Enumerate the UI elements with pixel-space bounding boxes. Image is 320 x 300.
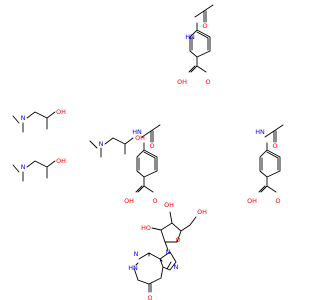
oh-label: OH	[56, 108, 66, 116]
oh-label: OH	[56, 157, 66, 165]
n-label: N	[21, 114, 26, 122]
carbonyl-o-label: O	[147, 294, 152, 300]
inosine: O OH OH HO N N HN N O	[128, 201, 207, 300]
oh-label: OH	[164, 201, 174, 209]
dimethylaminopropanol-1: N OH	[12, 108, 66, 133]
acid-o-label: O	[275, 197, 280, 205]
acetamidobenzoic-acid-3: HN O O OH	[247, 124, 284, 205]
nh-label: HN	[132, 128, 142, 136]
acid-oh-label: OH	[124, 197, 134, 205]
acid-oh-label: OH	[247, 197, 257, 205]
dimethylaminopropanol-2: N OH	[89, 134, 145, 158]
chemical-structure-canvas: HN O O OH HN O O OH HN O O OH N OH N OH …	[12, 4, 284, 300]
n-label: N	[134, 250, 139, 258]
n-label: N	[21, 163, 26, 171]
acetamidobenzoic-acid-1: HN O O OH	[177, 4, 214, 86]
oh-label: OH	[197, 208, 207, 216]
n-label: N	[174, 263, 179, 271]
ring-oxygen-label: O	[175, 236, 180, 244]
n-label: N	[99, 140, 104, 148]
acid-oh-label: OH	[177, 78, 187, 86]
carbonyl-o-label: O	[149, 142, 154, 150]
ho-label: HO	[141, 224, 151, 232]
acetamidobenzoic-acid-2: HN O O OH	[124, 124, 161, 205]
oh-label: OH	[135, 134, 145, 142]
dimethylaminopropanol-3: N OH	[12, 157, 66, 182]
carbonyl-o-label: O	[272, 142, 277, 150]
nh-label: HN	[128, 264, 138, 272]
nh-label: HN	[255, 128, 265, 136]
n-label: N	[166, 248, 171, 256]
carbonyl-o-label: O	[202, 22, 207, 30]
acid-o-label: O	[205, 78, 210, 86]
nh-label: HN	[185, 33, 195, 41]
acid-o-label: O	[152, 197, 157, 205]
